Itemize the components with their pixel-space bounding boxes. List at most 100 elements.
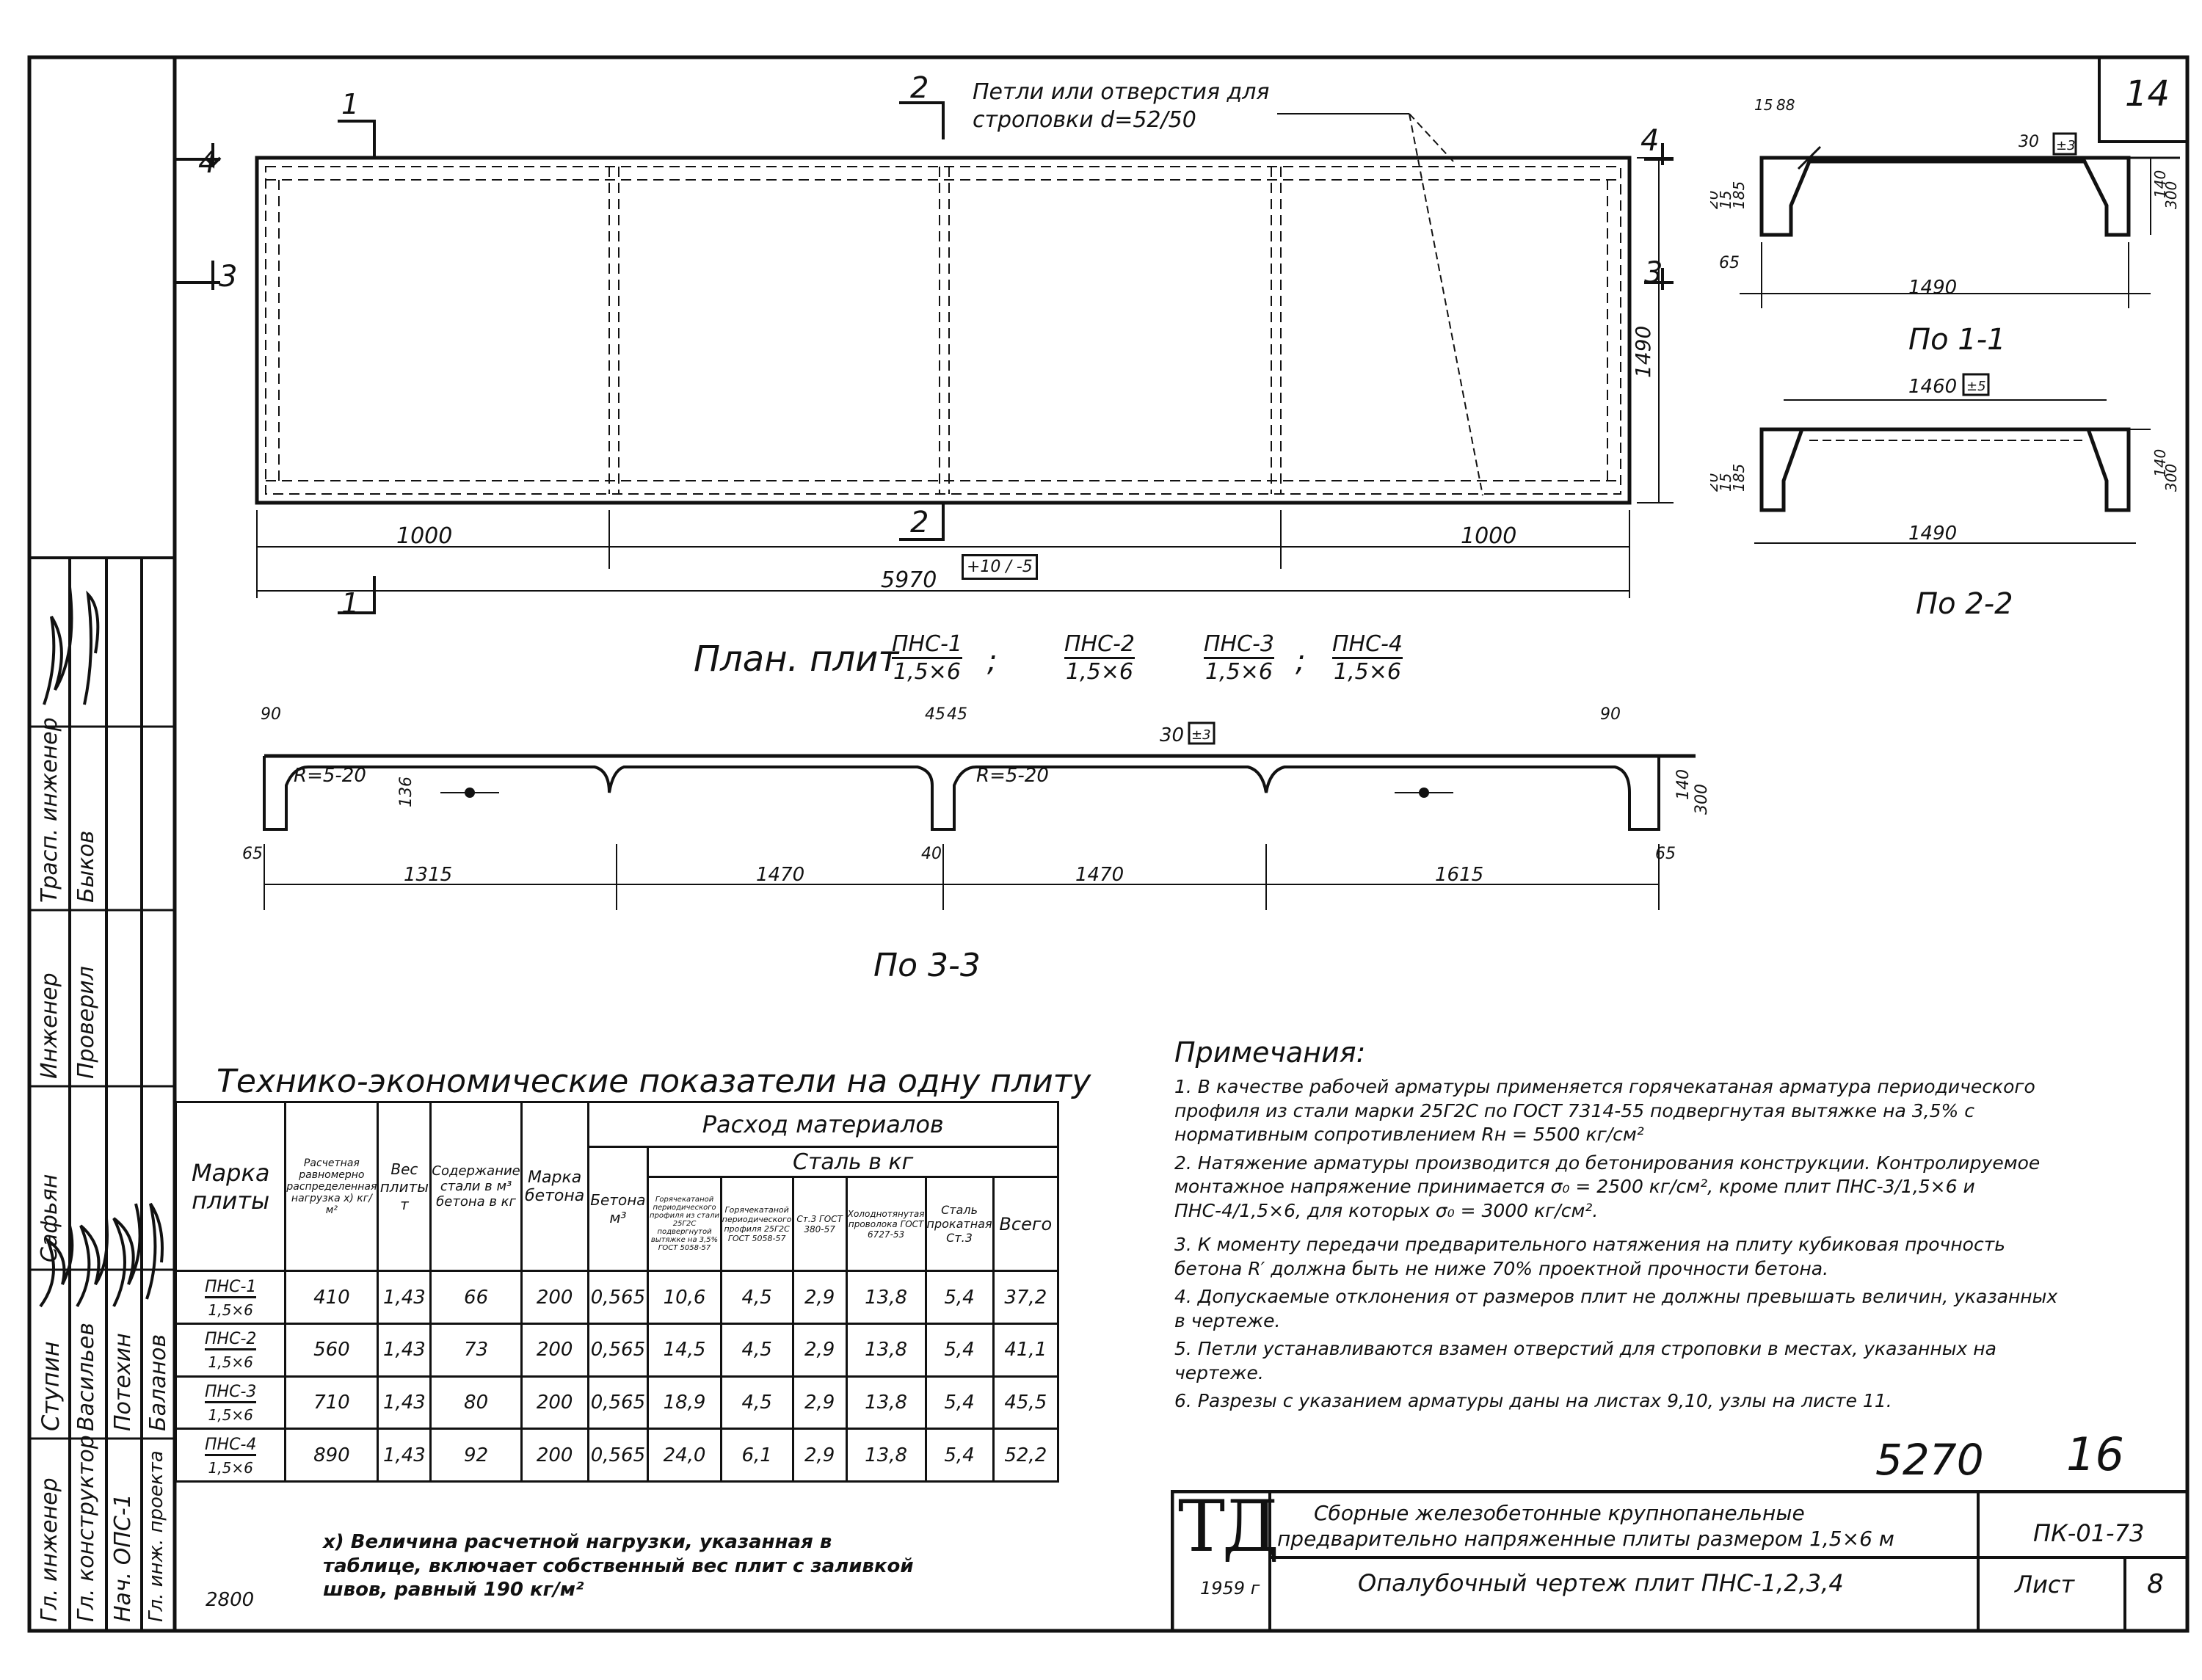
title-block-frame	[1171, 1490, 2190, 1633]
note-item-1: 1. В качестве рабочей арматуры применяет…	[1174, 1076, 2035, 1146]
tep-footnote: х) Величина расчетной нагрузки, указанна…	[323, 1531, 914, 1601]
tep-row-3-steel: 80	[429, 1375, 523, 1430]
tep-row-3-s5: 5,4	[924, 1375, 995, 1430]
svg-text:3: 3	[219, 260, 237, 294]
svg-text:1460: 1460	[1908, 376, 1957, 398]
tep-row-3-mark-den: 1,5×6	[208, 1406, 253, 1424]
svg-text:1490: 1490	[1908, 277, 1957, 299]
section-2-2-drawing: 1460 1490 ±5 140 300 20 15 185	[1710, 373, 2180, 545]
section-2-2-title: По 2-2	[1916, 587, 2013, 621]
svg-text:185: 185	[1730, 181, 1748, 209]
title-sheet-number: 8	[2147, 1569, 2164, 1599]
plan-mark-1: ПНС-1 1,5×6	[892, 631, 962, 685]
svg-text:1000: 1000	[1461, 523, 1516, 549]
svg-text:300: 300	[2162, 464, 2180, 492]
plan-mark-1-num: ПНС-1	[892, 631, 962, 659]
tep-row-3-mark-num: ПНС-3	[205, 1383, 257, 1403]
svg-text:R=5-20: R=5-20	[976, 765, 1049, 787]
plan-mark-2-num: ПНС-2	[1064, 631, 1135, 659]
svg-text:1315: 1315	[404, 864, 452, 886]
tep-row-2-mark-den: 1,5×6	[208, 1353, 253, 1372]
title-series-line1: Сборные железобетонные крупнопанельные	[1314, 1501, 1805, 1525]
plan-mark-1-den: 1,5×6	[893, 659, 961, 685]
tep-row-1-s2: 4,5	[719, 1270, 794, 1325]
tep-row-2-mark-num: ПНС-2	[205, 1330, 257, 1351]
tep-row-2-s1: 14,5	[647, 1322, 722, 1378]
plan-mark-3: ПНС-3 1,5×6	[1204, 631, 1274, 685]
tep-row-1-s5: 5,4	[924, 1270, 995, 1325]
tep-row-2-total: 41,1	[992, 1322, 1060, 1378]
tep-col-load: Расчетная равномерно распределенная нагр…	[284, 1100, 379, 1273]
tep-row-1-steel: 66	[429, 1270, 523, 1325]
tep-steel-col-6: Всего	[992, 1176, 1060, 1273]
tep-row-2-concrete: 0,565	[586, 1322, 650, 1378]
note-item-2: 2. Натяжение арматуры производится до бе…	[1174, 1152, 2041, 1221]
logo-td: ТД	[1178, 1486, 1279, 1568]
title-sheet-label: Лист	[2015, 1571, 2075, 1599]
svg-text:88: 88	[1776, 96, 1795, 114]
svg-text:2: 2	[910, 71, 929, 105]
svg-text:15: 15	[1717, 473, 1734, 492]
tep-row-1-total: 37,2	[992, 1270, 1060, 1325]
svg-text:±5: ±5	[1966, 379, 1986, 394]
svg-text:1615: 1615	[1435, 864, 1483, 886]
title-year: 1959 г	[1200, 1578, 1260, 1599]
tep-row-3-load: 710	[284, 1375, 379, 1430]
plan-sep-2: ;	[1296, 644, 1306, 678]
tep-row-4-s3: 2,9	[791, 1428, 848, 1483]
note-item-5: 5. Петли устанавливаются взамен отверсти…	[1174, 1338, 1996, 1383]
svg-text:4: 4	[198, 146, 217, 180]
svg-text:140: 140	[2151, 449, 2169, 477]
note-item-3: 3. К моменту передачи предварительного н…	[1174, 1234, 2006, 1279]
svg-text:65: 65	[1719, 254, 1740, 272]
tep-row-4-mark-den: 1,5×6	[208, 1458, 253, 1477]
hand-number-left: 5270	[1875, 1435, 1984, 1485]
plan-mark-4-den: 1,5×6	[1334, 659, 1401, 685]
tep-row-1-mark-num: ПНС-1	[205, 1278, 257, 1298]
svg-text:3: 3	[1644, 256, 1663, 290]
signatures	[39, 586, 164, 1308]
plan-drawing: 4 3 1 1 2 2 4 3 1000 1000 5970 1490	[176, 71, 1674, 619]
tep-row-1-s3: 2,9	[791, 1270, 848, 1325]
bottom-left-number: 2800	[206, 1589, 255, 1611]
tep-row-4-concrete: 0,565	[586, 1428, 650, 1483]
svg-text:65: 65	[242, 845, 263, 863]
svg-text:136: 136	[397, 777, 415, 807]
title-drawing-name: Опалубочный чертеж плит ПНС-1,2,3,4	[1358, 1569, 1844, 1597]
plan-mark-3-den: 1,5×6	[1205, 659, 1273, 685]
tep-col-steel-group: Сталь в кг	[647, 1146, 1059, 1179]
tep-col-concrete: Бетона м³	[586, 1146, 650, 1273]
notes-heading: Примечания:	[1174, 1036, 1366, 1069]
tep-row-1-mark-den: 1,5×6	[208, 1301, 253, 1319]
svg-text:45: 45	[947, 705, 967, 724]
svg-text:15: 15	[1717, 191, 1734, 209]
svg-text:1: 1	[341, 88, 359, 120]
section-3-3-title: По 3-3	[873, 947, 981, 984]
svg-text:300: 300	[2162, 181, 2180, 209]
svg-text:65: 65	[1655, 845, 1676, 863]
svg-text:1: 1	[341, 587, 359, 619]
tep-row-3-grade: 200	[520, 1375, 589, 1430]
tep-col-marka: Марка плиты	[174, 1100, 287, 1273]
tep-row-2-load: 560	[284, 1322, 379, 1378]
tep-row-2-steel: 73	[429, 1322, 523, 1378]
svg-text:1000: 1000	[396, 523, 452, 549]
plan-mark-2-den: 1,5×6	[1066, 659, 1133, 685]
svg-text:±3: ±3	[2056, 138, 2076, 153]
svg-text:45: 45	[925, 705, 945, 724]
tep-row-3-weight: 1,43	[377, 1375, 432, 1430]
tep-row-4-steel: 92	[429, 1428, 523, 1483]
svg-text:20: 20	[1710, 191, 1721, 209]
tep-row-4-mark-num: ПНС-4	[205, 1436, 257, 1456]
svg-text:15: 15	[1754, 96, 1773, 114]
tep-table: Марка плиты Расчетная равномерно распред…	[174, 1100, 1060, 1483]
tep-row-4-s1: 24,0	[647, 1428, 722, 1483]
tep-row-3-total: 45,5	[992, 1375, 1060, 1430]
svg-text:140: 140	[1674, 769, 1693, 800]
